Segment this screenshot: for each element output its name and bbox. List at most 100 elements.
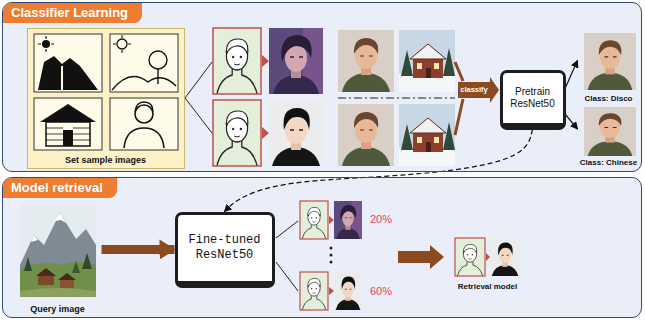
sample-icons — [27, 28, 185, 169]
connector — [102, 245, 175, 254]
leader-lines — [276, 221, 298, 291]
query-landscape — [55, 213, 66, 223]
query-landscape — [82, 253, 92, 269]
model-screen: Pretrain ResNet50 — [500, 70, 566, 130]
style-pairs — [213, 28, 323, 166]
connector — [566, 61, 578, 88]
sample-icons — [61, 66, 63, 90]
percentage: 20% — [364, 212, 398, 226]
sample-icons — [34, 98, 102, 150]
class-image: Class: Disco — [578, 30, 640, 104]
query-landscape — [36, 268, 56, 276]
candidate-models — [300, 201, 328, 239]
sample-icons — [34, 34, 102, 92]
generated-images — [338, 104, 394, 166]
generated-images — [338, 97, 455, 98]
query-landscape — [20, 213, 96, 297]
sample-icons — [149, 51, 167, 69]
classify-arrow — [455, 62, 499, 135]
style-pairs — [269, 100, 323, 166]
style-pairs — [213, 100, 261, 166]
query-landscape — [20, 205, 96, 297]
sample-icons — [110, 34, 178, 92]
candidate-models — [329, 216, 334, 224]
generated-images — [399, 30, 455, 92]
query-landscape — [20, 205, 96, 297]
candidate-models — [329, 287, 334, 295]
arrow-label: classify — [456, 82, 492, 98]
model-screen: Fine-tuned ResNet50 — [175, 212, 275, 288]
retrieval-arrow — [398, 245, 444, 269]
classify-arrow — [455, 62, 463, 135]
connector — [225, 130, 533, 212]
style-pairs — [213, 28, 261, 94]
sample-icons — [113, 35, 131, 53]
query-landscape — [20, 288, 96, 297]
candidate-models — [330, 261, 333, 264]
query-landscape — [24, 257, 32, 271]
leader-lines — [185, 62, 212, 133]
query-landscape — [72, 261, 80, 273]
style-pairs — [213, 28, 261, 94]
panel-fill — [2, 177, 642, 318]
candidate-models — [330, 254, 333, 257]
generated-images — [338, 30, 394, 92]
sample-icons — [135, 105, 153, 123]
sample-icons — [124, 128, 164, 148]
retrieval-pair — [455, 238, 485, 276]
class-caption: Class: Chinese — [580, 158, 637, 167]
query-landscape — [31, 235, 38, 242]
sample-icons — [40, 104, 96, 122]
retrieval-pair — [455, 238, 520, 276]
candidate-models — [330, 247, 333, 250]
section-panel: Model retrievalQuery image Fine-tuned Res… — [2, 177, 642, 318]
retrieval-pair — [486, 253, 490, 261]
panel-fill — [2, 2, 642, 172]
image-caption: Query image — [30, 304, 85, 314]
sample-icons — [112, 77, 176, 90]
retrieval-arrow — [398, 245, 444, 269]
connector — [566, 115, 578, 130]
sample-icons — [38, 56, 98, 90]
candidate-models — [334, 272, 362, 310]
sample-box: Set sample images — [27, 28, 185, 169]
section-title: Model retrieval — [3, 178, 117, 198]
class-images — [584, 33, 636, 90]
sample-icons — [135, 102, 153, 112]
sample-icons — [27, 28, 185, 169]
sample-icons — [46, 128, 90, 140]
sample-icons — [110, 98, 178, 150]
box-caption: Set sample images — [65, 155, 146, 168]
class-images — [584, 33, 636, 156]
retrieval-image: Retrieval model — [446, 236, 530, 292]
query-landscape — [58, 273, 76, 280]
class-images — [584, 107, 636, 156]
style-pairs — [269, 28, 323, 94]
class-caption: Class: Disco — [584, 94, 632, 103]
sample-icons — [38, 36, 54, 52]
percentage: 60% — [364, 284, 398, 298]
sample-icons — [46, 122, 90, 146]
sample-icons — [117, 39, 127, 49]
style-pairs — [262, 127, 269, 139]
sample-icons — [42, 40, 50, 48]
style-pairs — [213, 100, 261, 166]
generated-images — [338, 30, 455, 166]
retrieval-pair — [490, 238, 520, 276]
candidate-models — [300, 272, 328, 310]
sample-icons — [157, 69, 158, 84]
model-name: Fine-tuned ResNet50 — [184, 233, 266, 262]
candidate-models — [300, 201, 328, 239]
section-panel: Classifier LearningSet sample images Pret… — [2, 2, 642, 172]
sample-icons — [63, 130, 73, 146]
query-landscape — [60, 279, 74, 288]
section-title: Classifier Learning — [3, 3, 142, 23]
style-pairs — [262, 55, 269, 67]
query-landscape — [38, 275, 54, 285]
query-landscape — [20, 205, 96, 297]
model-name: Pretrain ResNet50 — [509, 86, 557, 110]
candidate-models — [334, 201, 362, 239]
generated-images — [399, 104, 455, 166]
candidate-models — [300, 201, 362, 310]
